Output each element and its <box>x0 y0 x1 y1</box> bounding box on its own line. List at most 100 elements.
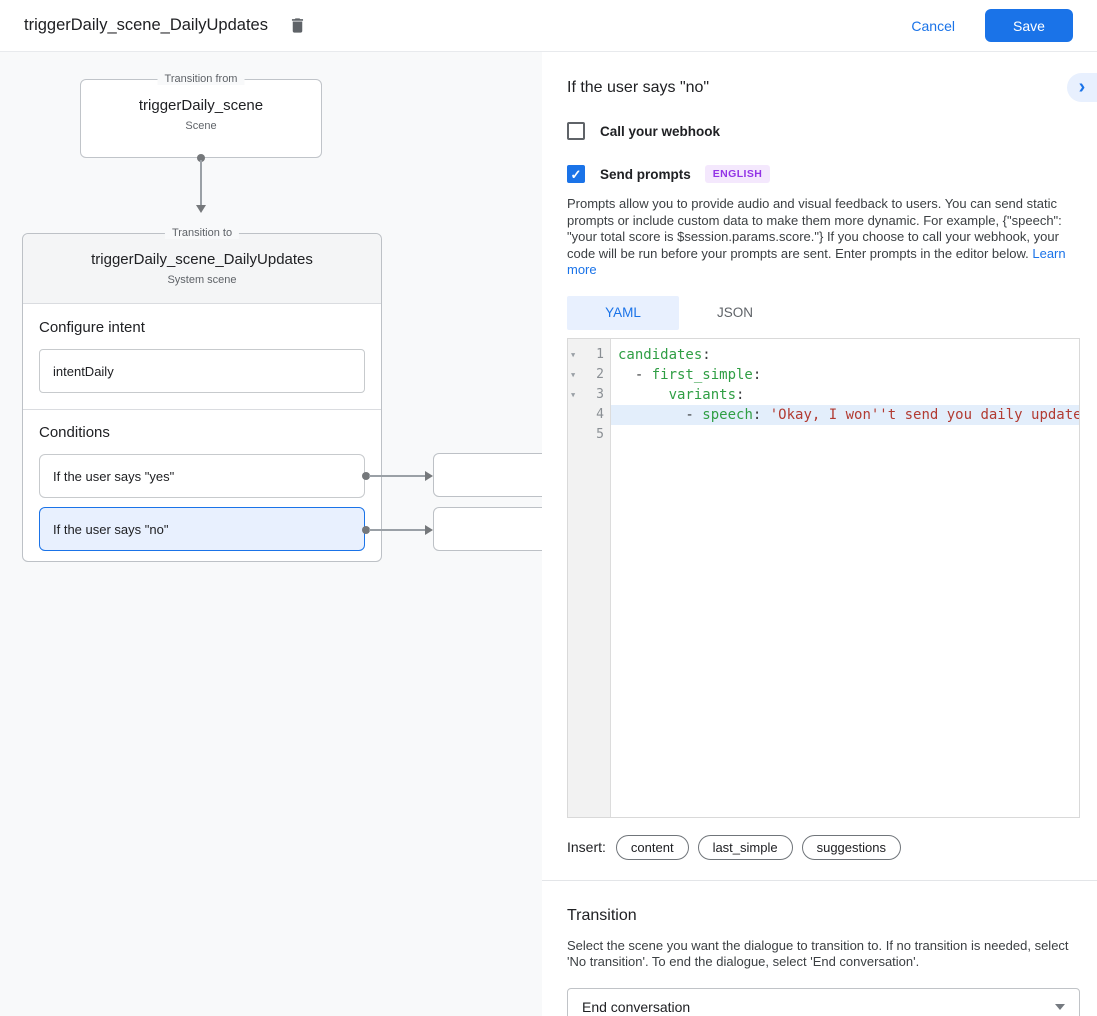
connector-dot <box>197 154 205 162</box>
trash-icon <box>288 16 307 35</box>
line-number: 3 <box>596 386 604 402</box>
to-scene-name: triggerDaily_scene_DailyUpdates <box>91 251 313 268</box>
transition-from-legend: Transition from <box>157 73 245 85</box>
transition-select[interactable]: End conversation <box>567 987 1080 1016</box>
code-line[interactable]: variants: <box>611 385 1079 405</box>
connector-line <box>369 529 425 531</box>
send-prompts-label: Send prompts <box>600 166 691 182</box>
fold-arrow-icon[interactable]: ▼ <box>571 390 576 399</box>
condition-detail-panel: › If the user says "no" Call your webhoo… <box>542 52 1097 1016</box>
connector-arrowhead <box>425 525 433 535</box>
gutter-line: ▼3 <box>568 385 610 405</box>
panel-content: If the user says "no" Call your webhook … <box>542 52 1097 860</box>
code-token-key: variants <box>668 386 737 403</box>
code-line[interactable] <box>611 425 1079 445</box>
transition-select-value: End conversation <box>582 998 691 1015</box>
conditions-section: Conditions If the user says "yes"If the … <box>23 409 381 561</box>
configure-intent-heading: Configure intent <box>39 319 145 336</box>
connector-dot <box>362 526 370 534</box>
code-line[interactable]: - first_simple: <box>611 365 1079 385</box>
code-token-plain: - <box>618 406 703 423</box>
connector-arrowhead <box>425 471 433 481</box>
code-token-key: speech <box>702 406 753 423</box>
tab-yaml[interactable]: YAML <box>567 295 679 330</box>
code-token-plain: : <box>752 366 762 383</box>
to-scene-header[interactable]: triggerDaily_scene_DailyUpdates System s… <box>23 234 381 304</box>
save-button[interactable]: Save <box>985 9 1073 42</box>
transition-target-node[interactable] <box>433 453 542 497</box>
connector-arrowhead <box>196 205 206 213</box>
intent-field[interactable]: intentDaily <box>39 349 365 393</box>
condition-row[interactable]: If the user says "no" <box>39 507 365 551</box>
gutter-line: ▼2 <box>568 365 610 385</box>
send-prompts-checkbox[interactable]: ✓ <box>567 165 585 183</box>
tab-json[interactable]: JSON <box>716 305 753 320</box>
main-area: Transition from triggerDaily_scene Scene… <box>0 52 1097 1016</box>
delete-button[interactable] <box>286 14 310 38</box>
code-token-plain: : <box>736 386 745 403</box>
code-token-plain <box>618 387 669 403</box>
code-token-key: candidates <box>618 346 703 363</box>
prompts-description-text: Prompts allow you to provide audio and v… <box>567 196 1062 261</box>
transition-to-legend: Transition to <box>164 227 240 239</box>
cancel-button[interactable]: Cancel <box>911 17 955 34</box>
transition-section: Transition Select the scene you want the… <box>542 881 1097 1016</box>
connector-line <box>369 475 425 477</box>
language-badge: ENGLISH <box>704 165 771 183</box>
condition-row[interactable]: If the user says "yes" <box>39 454 365 498</box>
dropdown-caret-icon <box>1055 1003 1065 1010</box>
conditions-heading: Conditions <box>39 424 110 441</box>
transition-to-card: Transition to triggerDaily_scene_DailyUp… <box>22 227 382 562</box>
line-number: 5 <box>596 426 604 442</box>
line-number: 4 <box>596 406 604 422</box>
from-scene-type: Scene <box>185 120 217 132</box>
collapse-panel-button[interactable]: › <box>1067 73 1097 102</box>
webhook-checkbox[interactable] <box>567 122 585 140</box>
insert-chip-suggestions[interactable]: suggestions <box>801 834 901 860</box>
top-bar: triggerDaily_scene_DailyUpdates Cancel S… <box>0 0 1097 52</box>
code-token-plain: : <box>702 346 711 363</box>
transition-heading: Transition <box>567 906 637 924</box>
panel-title-row: If the user says "no" <box>567 52 1080 97</box>
code-token-plain: : <box>752 406 770 423</box>
prompts-description: Prompts allow you to provide audio and v… <box>567 196 1080 279</box>
insert-chip-content[interactable]: content <box>615 834 689 860</box>
webhook-label: Call your webhook <box>600 123 721 139</box>
line-number: 2 <box>596 366 604 382</box>
editor-format-tabs: YAML JSON <box>567 295 1080 330</box>
check-icon: ✓ <box>570 166 582 182</box>
insert-label: Insert: <box>567 839 606 855</box>
chevron-right-icon: › <box>1078 75 1086 98</box>
fold-arrow-icon[interactable]: ▼ <box>571 370 576 379</box>
scene-flow-canvas: Transition from triggerDaily_scene Scene… <box>0 52 542 1016</box>
line-number: 1 <box>596 346 604 362</box>
conditions-list: If the user says "yes" If the user says "… <box>39 454 365 551</box>
transition-description: Select the scene you want the dialogue t… <box>567 937 1069 970</box>
fold-arrow-icon[interactable]: ▼ <box>571 350 576 359</box>
gutter-line: 5 <box>568 425 610 445</box>
gutter-line: 4 <box>568 405 610 425</box>
gutter-line: ▼1 <box>568 345 610 365</box>
page-title: triggerDaily_scene_DailyUpdates <box>24 16 268 34</box>
learn-more-link[interactable]: Learn more <box>567 245 1066 278</box>
code-line[interactable]: - speech: 'Okay, I won''t send you daily… <box>611 404 1079 425</box>
insert-chips: content last_simple suggestions <box>615 834 910 860</box>
connector-line <box>200 160 202 205</box>
insert-chip-last_simple[interactable]: last_simple <box>697 834 793 860</box>
transition-from-node[interactable]: Transition from triggerDaily_scene Scene <box>80 73 322 158</box>
from-scene-name: triggerDaily_scene <box>138 97 264 114</box>
configure-intent-section: Configure intent intentDaily <box>23 304 381 409</box>
connector-dot <box>362 472 370 480</box>
code-token-key: first_simple <box>651 366 753 383</box>
insert-row: Insert: content last_simple suggestions <box>567 834 1080 860</box>
webhook-row: Call your webhook <box>567 122 1080 140</box>
panel-divider <box>542 879 1097 881</box>
editor-code-area[interactable]: candidates: - first_simple: variants: - … <box>611 339 1079 817</box>
transition-target-node[interactable] <box>433 507 542 551</box>
code-token-plain: - <box>618 366 652 383</box>
code-line[interactable]: candidates: <box>611 345 1079 365</box>
panel-title: If the user says "no" <box>567 79 710 96</box>
